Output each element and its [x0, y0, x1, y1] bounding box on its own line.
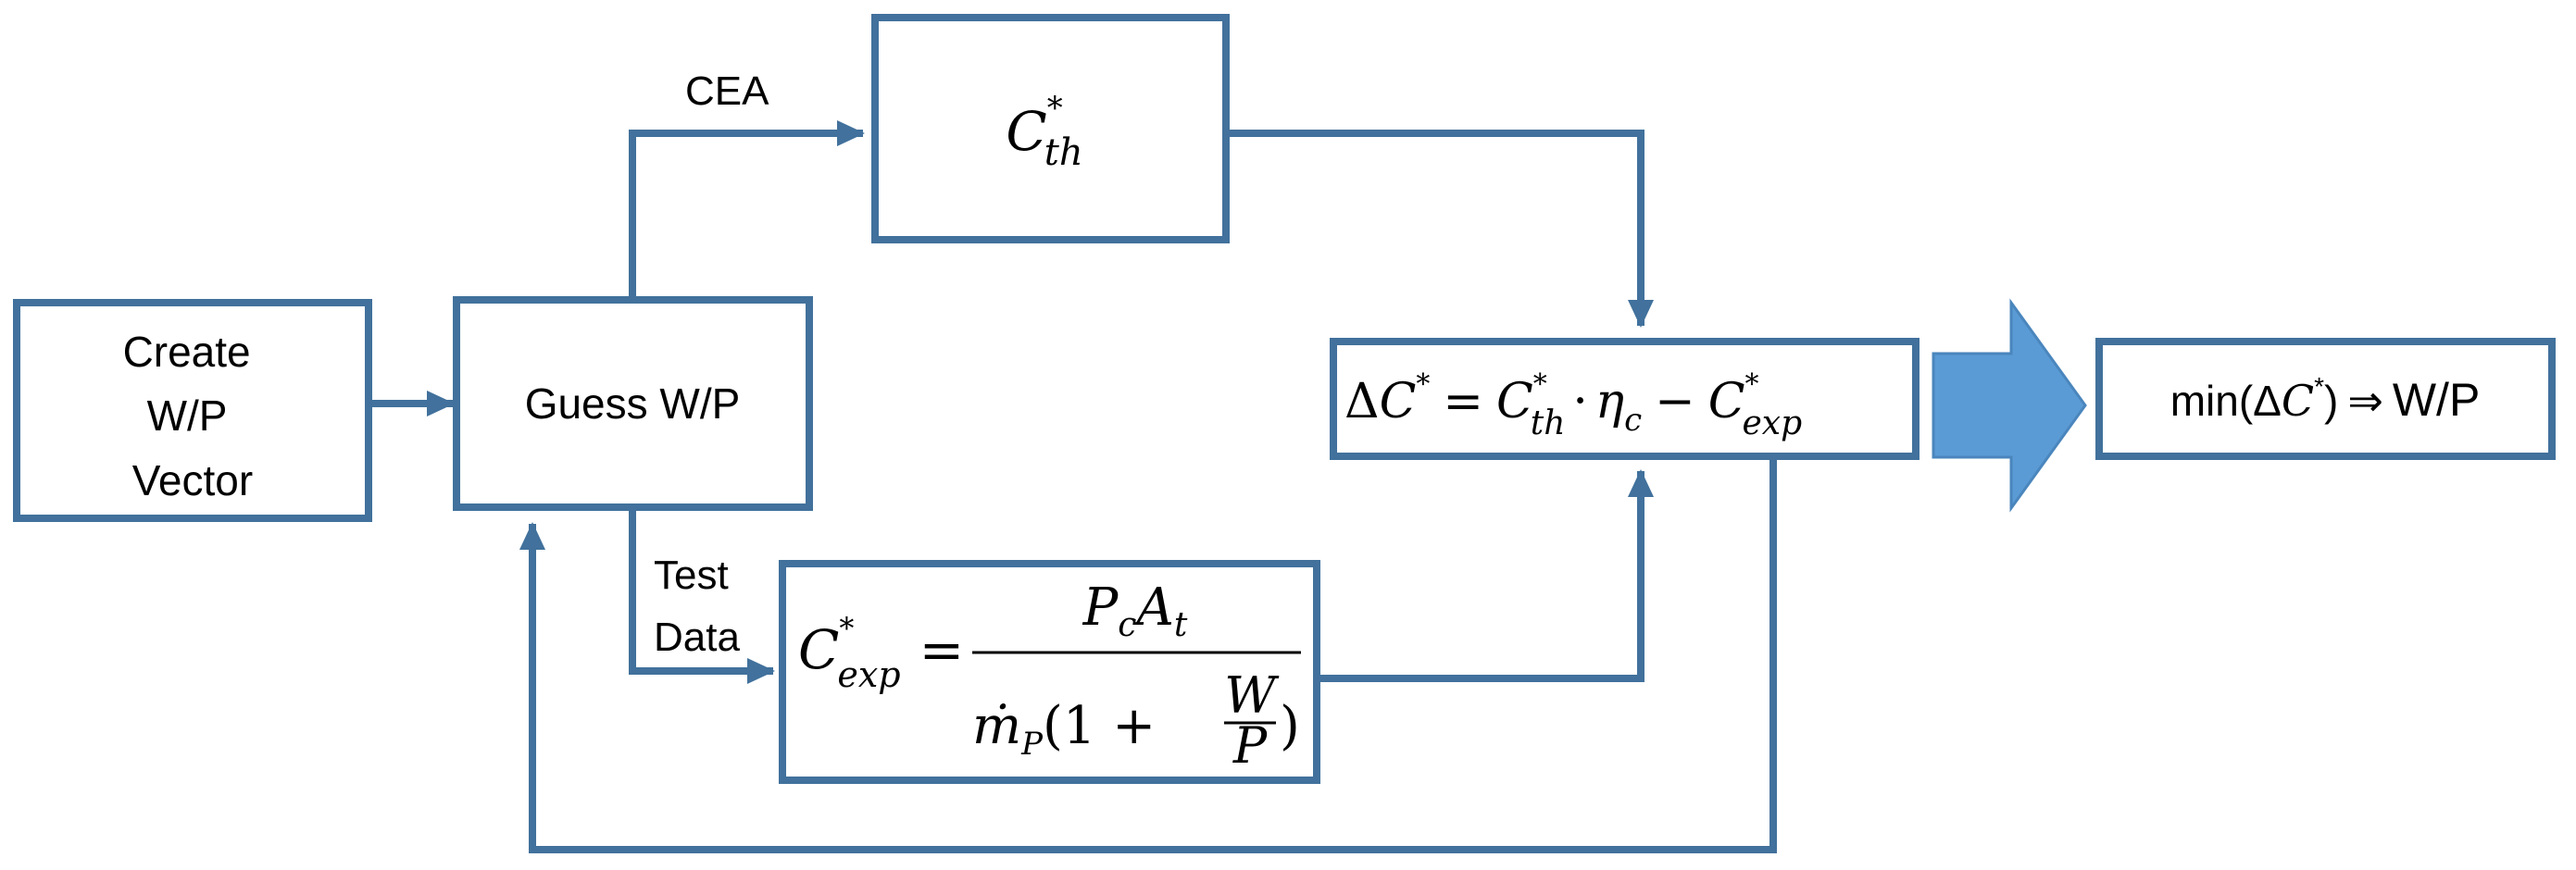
feedback-loop-arrow: [519, 456, 1777, 853]
result-formula: min(ΔC*)⇒W/P: [2170, 372, 2481, 426]
cth-to-delta-arrow: [1226, 130, 1654, 328]
c-experimental-lhs: C*exp=: [798, 611, 964, 695]
result-block-arrow: [1932, 298, 2087, 513]
delta-c-box: [1330, 338, 1919, 460]
create-vector-label: Create W/P Vector: [123, 328, 263, 504]
cea-edge-label: CEA: [685, 68, 769, 114]
create-vector-box: [13, 299, 372, 522]
result-box: [2095, 338, 2556, 460]
c-experimental-box: [779, 560, 1320, 784]
c-experimental-inner-p: P: [1232, 716, 1269, 775]
c-experimental-numerator: PcAt: [1082, 578, 1188, 644]
guess-wp-box: [453, 296, 813, 511]
test-data-edge-label: Test Data: [654, 553, 740, 660]
c-theoretical-box: [871, 14, 1230, 243]
c-experimental-inner-w: W: [1224, 666, 1280, 725]
guess-to-cexp-arrow: [629, 507, 775, 684]
cexp-to-delta-arrow: [1317, 469, 1654, 682]
guess-wp-label: Guess W/P: [525, 379, 741, 428]
delta-c-formula: ΔC*=C*th·ηc−C*exp: [1344, 368, 1802, 442]
c-experimental-denominator: ṁP(1 +: [972, 696, 1156, 763]
c-theoretical-formula: C*th: [1006, 90, 1082, 174]
c-experimental-close-paren: ): [1280, 696, 1300, 756]
guess-to-cth-arrow: [629, 120, 865, 300]
